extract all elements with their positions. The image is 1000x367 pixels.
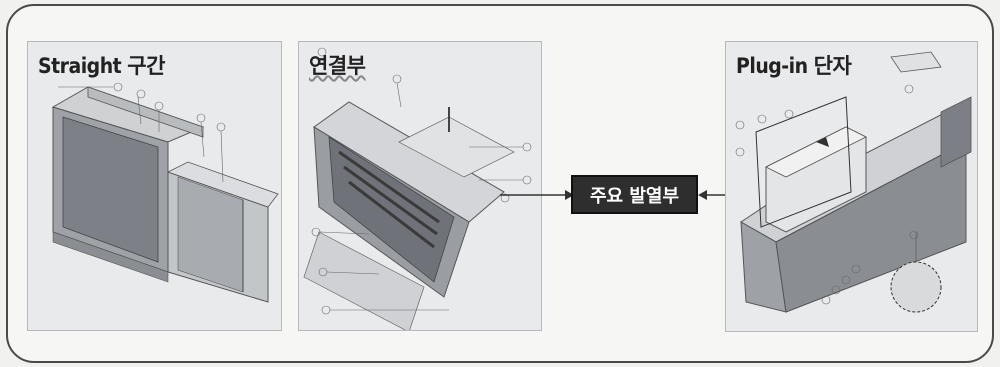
straight-busway-illustration: [51, 82, 279, 303]
joint-panel: 연결부: [298, 41, 542, 331]
straight-section-panel: Straight 구간: [27, 41, 282, 331]
plugin-terminal-title: Plug-in 단자: [736, 54, 852, 78]
joint-title: 연결부: [309, 54, 366, 78]
joint-illustration: [303, 47, 532, 330]
left-arrow: [500, 190, 574, 200]
main-heat-zone-label: 주요 발열부: [571, 175, 698, 214]
plugin-terminal-illustration: [735, 51, 972, 313]
straight-section-title: Straight 구간: [38, 54, 165, 78]
plugin-terminal-panel: Plug-in 단자: [725, 41, 978, 332]
